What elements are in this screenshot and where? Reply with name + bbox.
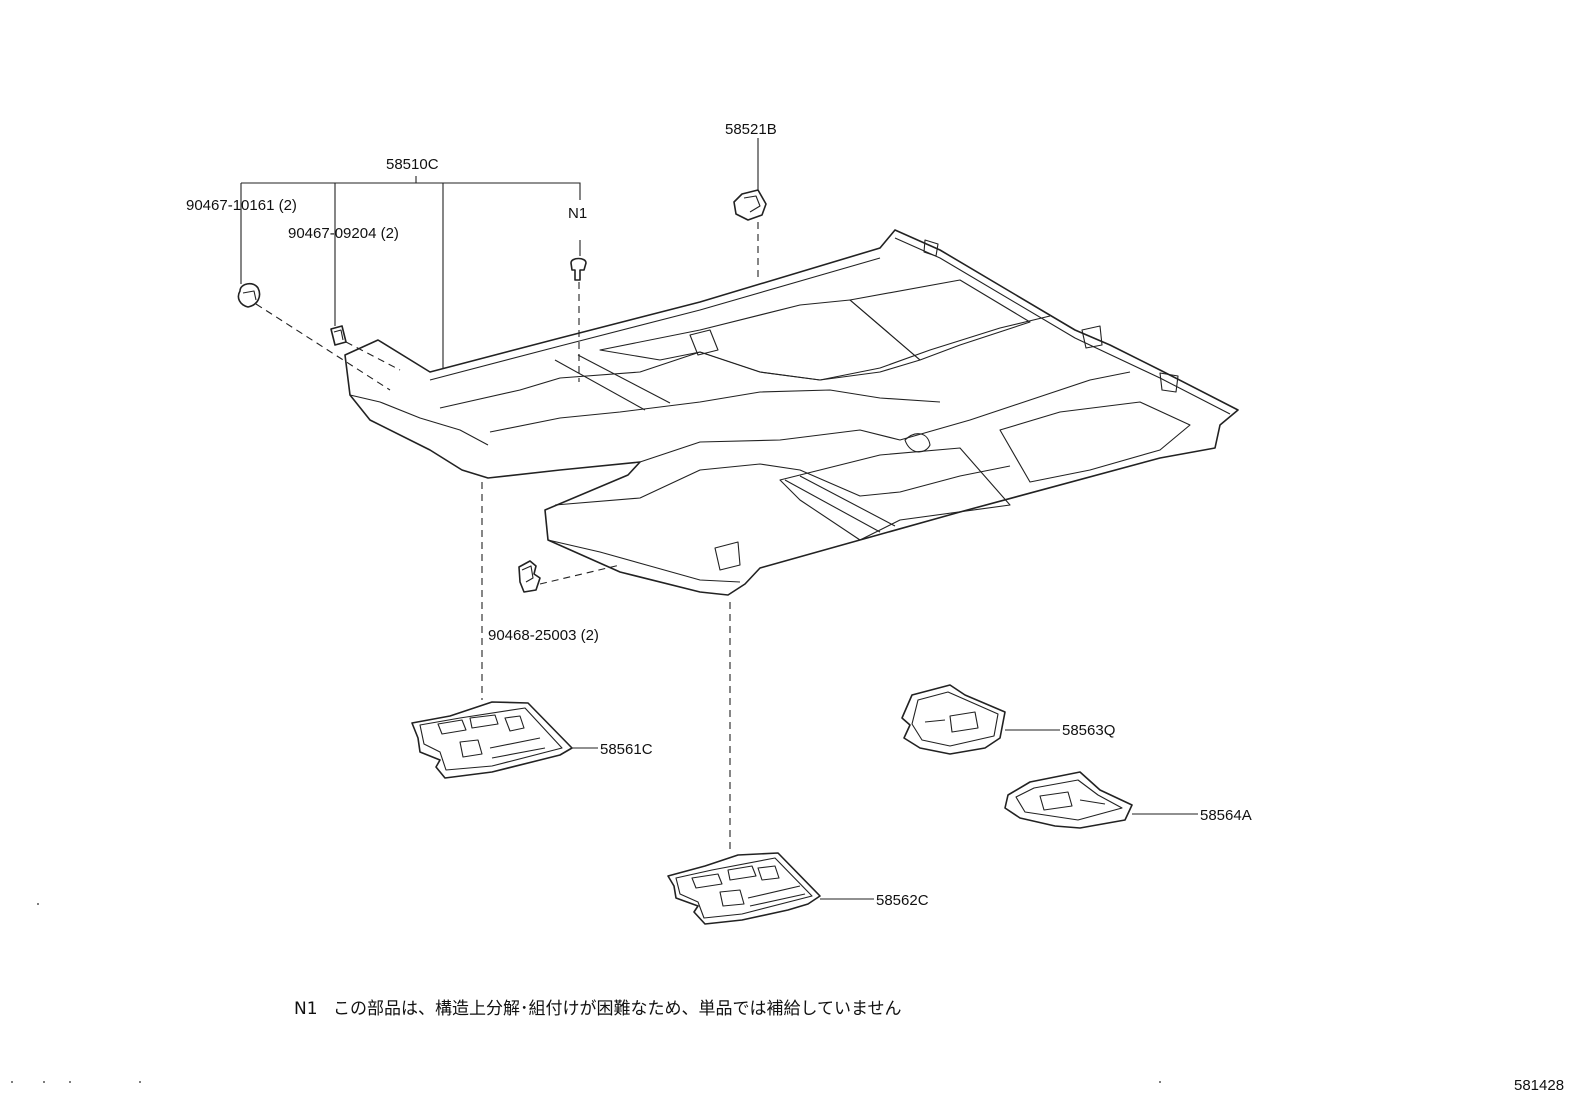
clip-90467-09204-shape (330, 325, 347, 346)
mat-58564A-shape (1004, 771, 1133, 829)
floor-carpet (344, 229, 1239, 596)
label-58562C: 58562C (876, 892, 929, 909)
clip-58521B-shape (733, 189, 767, 221)
mat-58563Q-shape (901, 684, 1006, 755)
footnote-text: この部品は、構造上分解･組付けが困難なため、単品では補給していません (333, 999, 901, 1019)
label-58561C: 58561C (600, 741, 653, 758)
label-58521B: 58521B (725, 121, 777, 138)
scan-specks (11, 903, 1161, 1083)
clip-90468-25003-shape (518, 560, 541, 593)
label-90467-09204: 90467-09204 (2) (288, 225, 399, 242)
mat-58562C-shape (667, 852, 821, 925)
label-58564A: 58564A (1200, 807, 1252, 824)
label-58510C: 58510C (386, 156, 439, 173)
label-90468-25003: 90468-25003 (2) (488, 627, 599, 644)
footnote-marker: N1 (294, 999, 318, 1019)
label-58563Q: 58563Q (1062, 722, 1115, 739)
clip-N1-shape (570, 257, 587, 281)
mat-58561C-shape (411, 701, 573, 779)
leader-lines (240, 138, 1198, 900)
clip-90467-10161-shape (237, 282, 261, 308)
label-90467-10161: 90467-10161 (2) (186, 197, 297, 214)
label-N1: N1 (568, 205, 587, 222)
diagram-number: 581428 (1514, 1077, 1564, 1094)
